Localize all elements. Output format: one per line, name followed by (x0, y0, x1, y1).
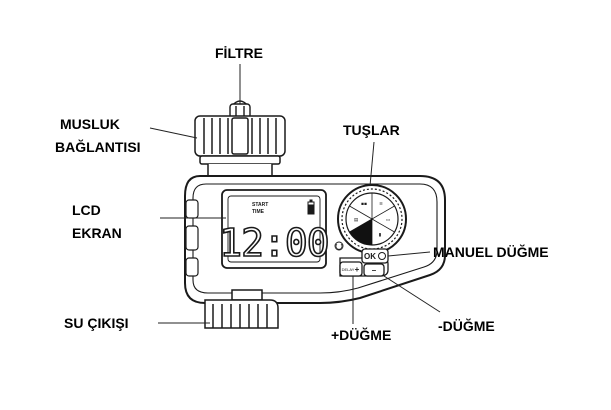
water-outlet (204, 289, 279, 329)
plus-symbol: + (355, 265, 360, 274)
svg-text:▮: ▮ (379, 233, 382, 238)
tap-connection-nut (194, 115, 286, 165)
lcd-time-display: 12:00 (219, 221, 328, 265)
minus-button[interactable]: – (363, 263, 385, 277)
label-tap-connection-line1: MUSLUK (60, 116, 120, 132)
power-icon (334, 241, 344, 251)
plus-button[interactable]: DELAY + (339, 261, 363, 277)
delay-label: DELAY (342, 267, 355, 272)
svg-text:▪▪: ▪▪ (361, 202, 367, 207)
program-dial[interactable]: ▪▪ ≡ ▭ ▮ ▤ (337, 184, 407, 254)
label-manual-button: MANUEL DÜĞME (433, 244, 549, 260)
lcd-caption-time: TIME (252, 209, 265, 215)
minus-symbol: – (372, 266, 377, 275)
ok-label: OK (364, 252, 376, 261)
svg-text:≡: ≡ (379, 202, 383, 207)
lcd-screen (221, 189, 327, 269)
label-water-outlet: SU ÇIKIŞI (64, 315, 129, 331)
label-filter: FİLTRE (215, 45, 263, 61)
battery-icon (307, 199, 315, 215)
label-minus-button: -DÜĞME (438, 318, 495, 334)
lcd-caption-start: START (252, 202, 268, 208)
device-neck (207, 164, 273, 177)
svg-text:▤: ▤ (354, 218, 358, 223)
label-lcd-line2: EKRAN (72, 225, 122, 241)
svg-text:▭: ▭ (386, 218, 390, 223)
label-tap-connection-line2: BAĞLANTISI (55, 139, 141, 155)
label-buttons: TUŞLAR (343, 122, 400, 138)
leader-lines (149, 64, 441, 324)
manual-ok-button[interactable]: OK (361, 248, 389, 264)
label-lcd-line1: LCD (72, 202, 101, 218)
label-plus-button: +DÜĞME (331, 327, 392, 343)
